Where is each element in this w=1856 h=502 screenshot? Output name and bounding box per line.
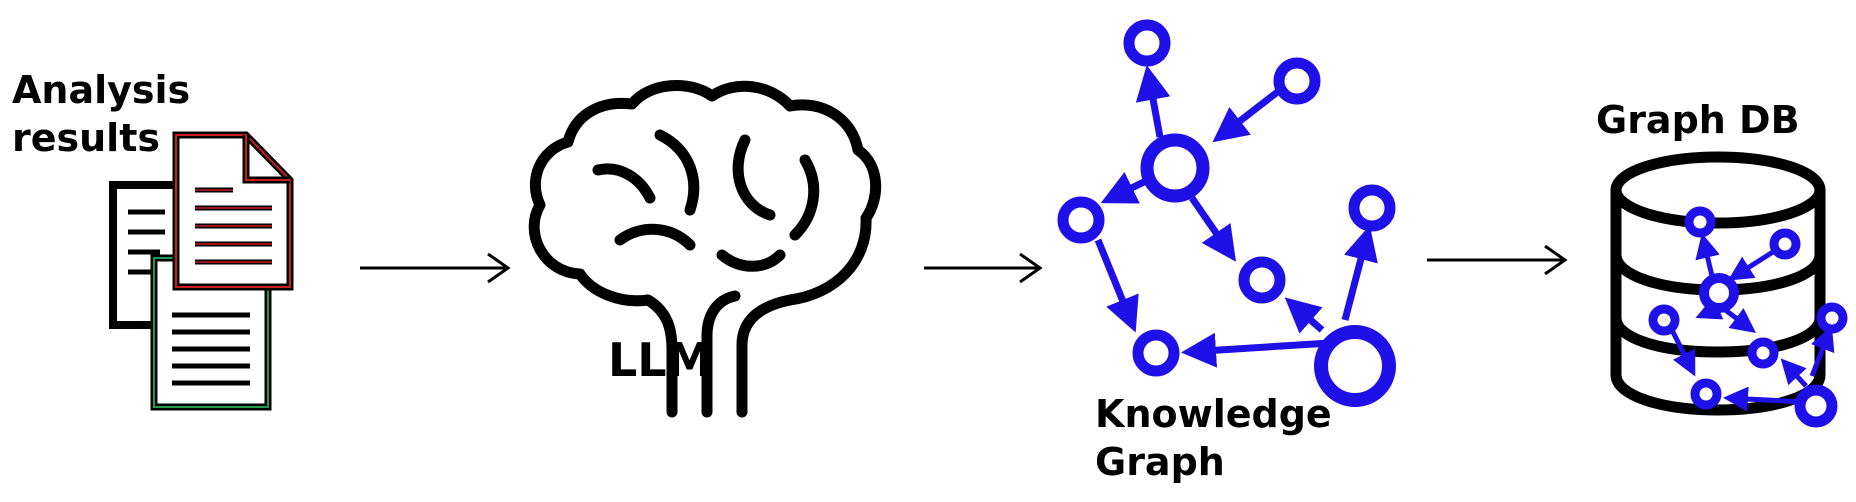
flow-arrow-2 <box>924 252 1043 284</box>
llm-label: LLM <box>608 333 713 387</box>
flow-arrow-3 <box>1427 244 1568 276</box>
graph-db-label: Graph DB <box>1596 98 1800 142</box>
analysis-label-line1: Analysis <box>12 68 191 112</box>
analysis-results-label: Analysis results <box>12 66 190 162</box>
brain-icon <box>528 80 882 418</box>
knowledge-label-line1: Knowledge <box>1095 392 1332 436</box>
flow-arrow-1 <box>360 252 511 284</box>
knowledge-graph-icon <box>1057 19 1396 407</box>
knowledge-graph-label: Knowledge Graph <box>1095 390 1332 486</box>
documents-icon <box>109 131 294 411</box>
analysis-label-line2: results <box>12 116 160 160</box>
database-icon <box>1610 151 1848 428</box>
knowledge-label-line2: Graph <box>1095 440 1225 484</box>
